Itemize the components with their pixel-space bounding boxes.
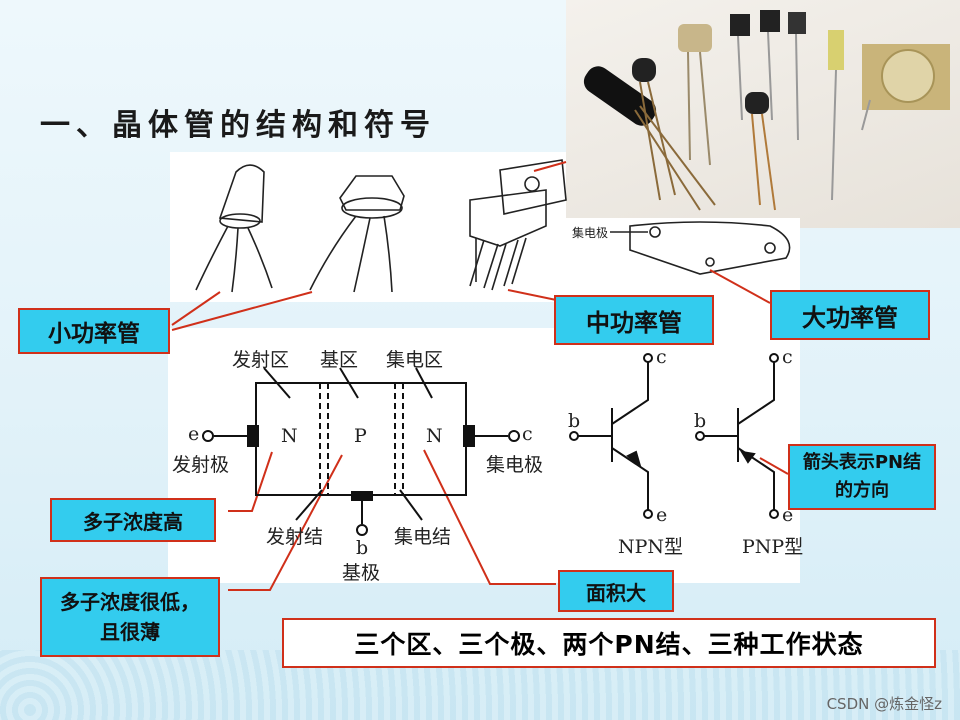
pnp-b-label: b [694,410,707,432]
large-power-package [610,221,791,275]
collector-junction-label: 集电结 [394,526,452,548]
small-power-callout: 小功率管 [18,308,170,354]
medium-power-package [469,159,567,291]
emitter-electrode-label: 发射极 [172,454,230,476]
base-terminal-label: b [356,537,369,559]
small-power-packages [195,164,405,293]
pnp-type-label: PNP型 [742,536,804,558]
base-electrode-label: 基极 [342,562,381,584]
npn-symbol [578,353,653,519]
page-title: 一、晶体管的结构和符号 [40,108,436,143]
large-power-callout: 大功率管 [770,290,930,340]
summary-box: 三个区、三个极、两个PN结、三种工作状态 [282,618,936,668]
emitter-doping-callout: 多子浓度高 [50,498,216,542]
photo-collector-label: 集电极 [572,226,609,240]
base-region-label: 基区 [320,349,359,371]
arrow-note-callout: 箭头表示PN结的方向 [788,444,936,510]
npn-structure [202,367,520,536]
collector-electrode-label: 集电极 [486,454,544,476]
collector-region-label: 集电区 [386,349,444,371]
n-right-label: N [426,425,443,447]
medium-power-callout: 中功率管 [554,295,714,345]
photo-transistors [583,10,950,211]
callout-lines [171,161,789,591]
pnp-e-label: e [782,504,794,526]
npn-e-label: e [656,504,668,526]
npn-type-label: NPN型 [618,536,684,558]
base-doping-callout: 多子浓度很低，且很薄 [40,577,220,657]
collector-area-callout: 面积大 [558,570,674,612]
npn-c-label: c [656,346,667,368]
npn-b-label: b [568,410,581,432]
emitter-region-label: 发射区 [232,349,290,371]
emitter-junction-label: 发射结 [266,526,324,548]
structure-panel [168,328,800,583]
footer-credit: CSDN @炼金怪z [826,695,942,713]
emitter-terminal-label: e [188,423,200,445]
collector-terminal-label: c [522,423,533,445]
n-left-label: N [281,425,298,447]
p-mid-label: P [354,425,367,447]
pnp-symbol [695,353,779,519]
pnp-c-label: c [782,346,793,368]
